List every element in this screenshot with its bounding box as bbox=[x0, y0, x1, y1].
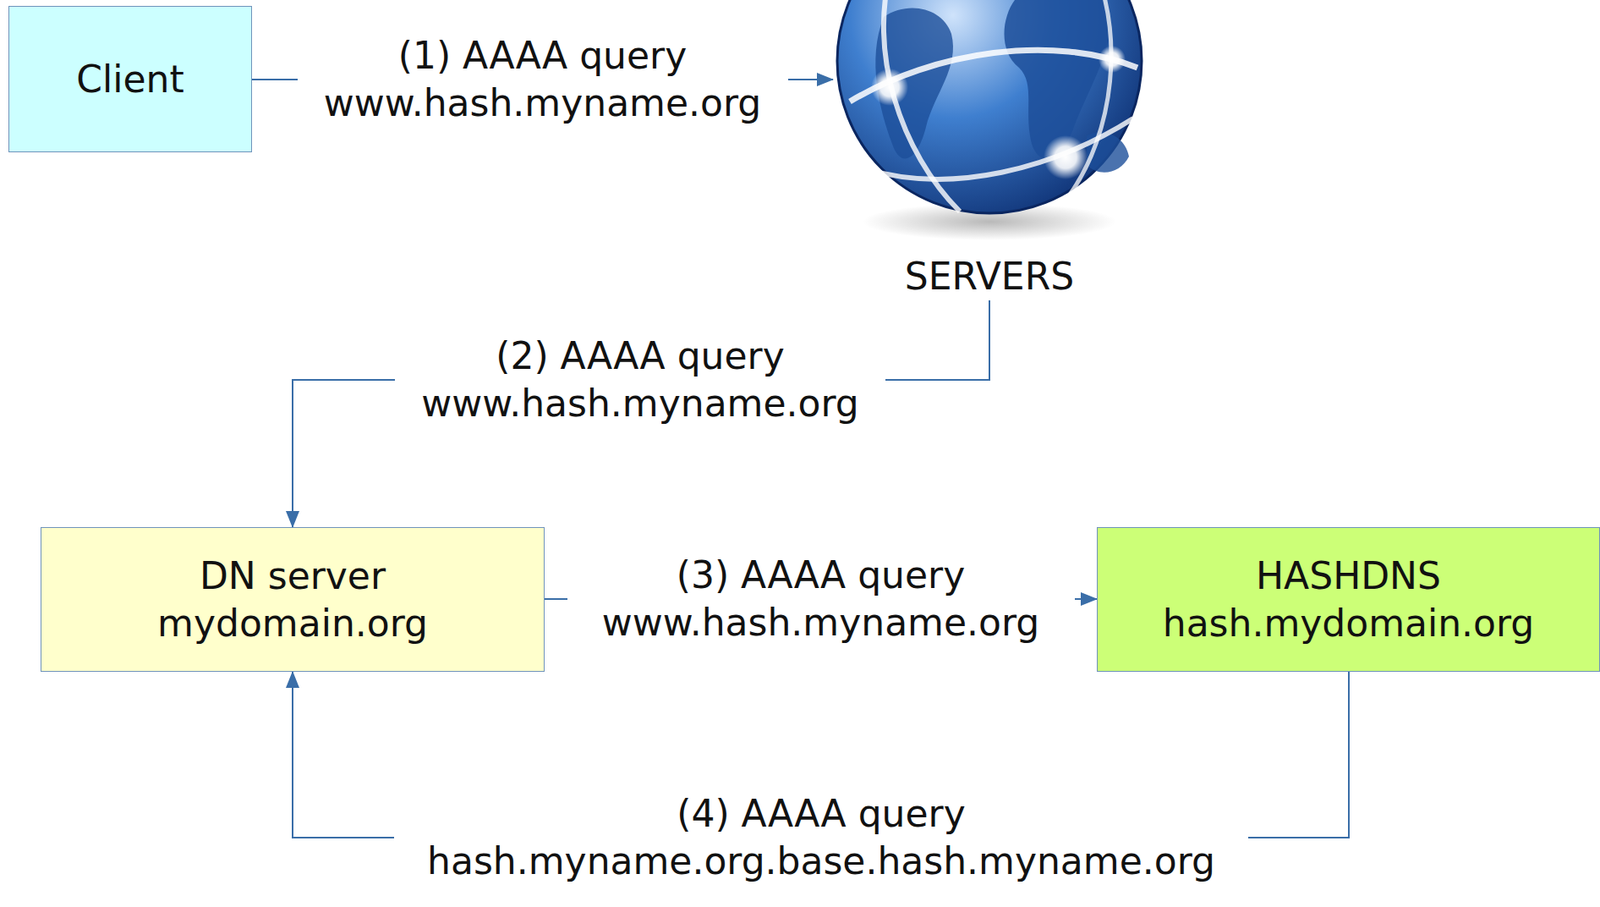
globe-illustration bbox=[832, 0, 1146, 254]
node-subtitle: hash.mydomain.org bbox=[1162, 599, 1535, 647]
client-box: Client bbox=[8, 5, 253, 153]
server-globe: SERVERS bbox=[832, 0, 1146, 301]
edge-label: (2) AAAA query www.hash.myname.org bbox=[394, 332, 886, 428]
node-subtitle: mydomain.org bbox=[157, 599, 428, 647]
node-title: DN server bbox=[199, 552, 386, 600]
edge-label: (4) AAAA query hash.myname.org.base.hash… bbox=[394, 789, 1249, 885]
node-title: HASHDNS bbox=[1255, 552, 1442, 600]
edge-label: (1) AAAA query www.hash.myname.org bbox=[297, 32, 789, 127]
arrow-connector bbox=[292, 300, 990, 527]
server-box: DN servermydomain.org bbox=[40, 526, 545, 672]
server-box: HASHDNShash.mydomain.org bbox=[1096, 526, 1600, 672]
node-title: SERVERS bbox=[904, 252, 1074, 301]
edge-label: (3) AAAA query www.hash.myname.org bbox=[567, 551, 1075, 647]
node-title: Client bbox=[76, 55, 184, 104]
